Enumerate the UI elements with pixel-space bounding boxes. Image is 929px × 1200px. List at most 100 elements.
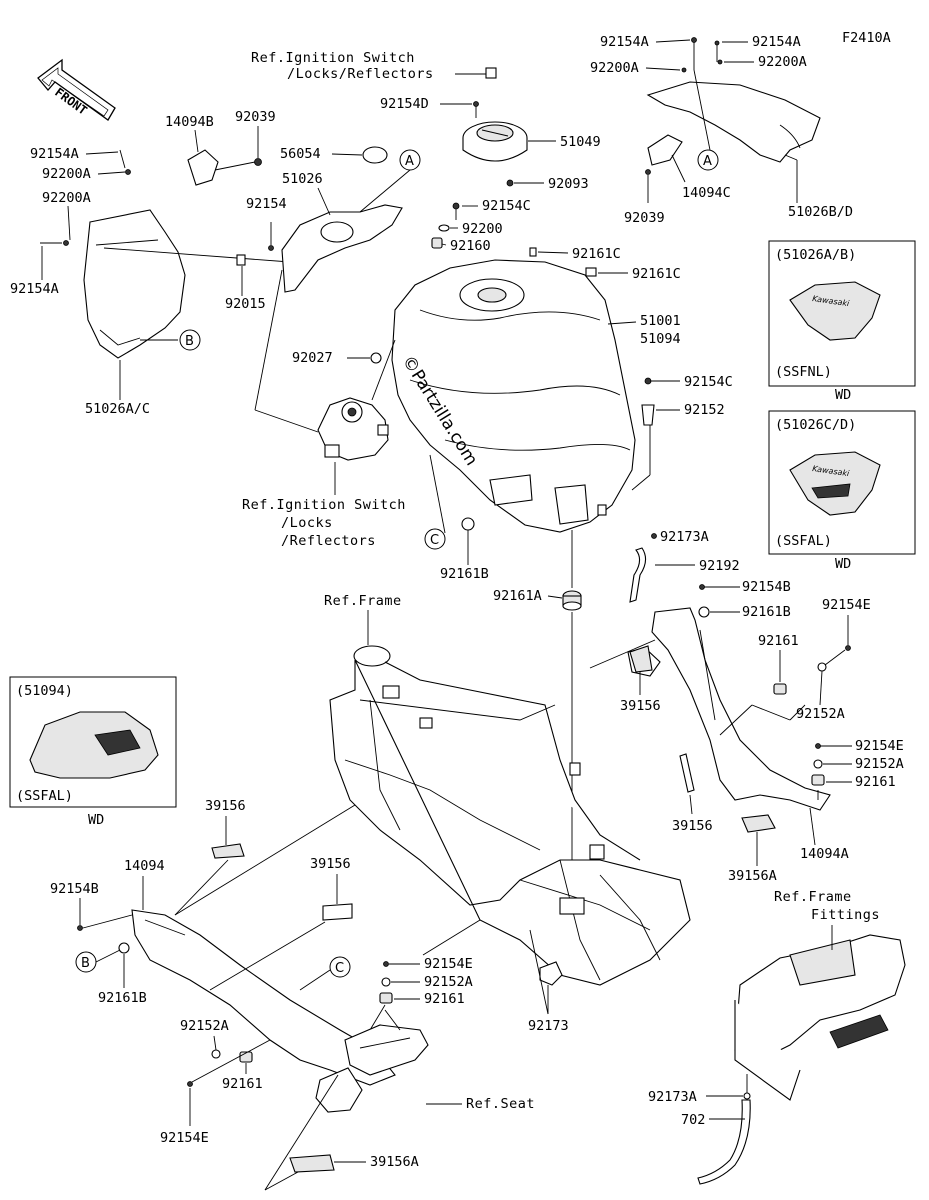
- label-92154B: 92154B: [742, 579, 791, 595]
- damper-92160: [431, 237, 443, 249]
- callout-b-top: B: [140, 329, 201, 351]
- callout-c-mid: C: [424, 454, 446, 550]
- label-92152A: 92152A: [796, 706, 845, 722]
- label-92152A: 92152A: [855, 756, 904, 772]
- pad-39156-left2: [322, 903, 353, 921]
- label-92160: 92160: [450, 238, 491, 254]
- seat-bracket: [315, 1024, 429, 1113]
- strip-39156: [679, 753, 695, 793]
- ref-seat: Ref.Seat: [466, 1096, 535, 1112]
- label-92154D: 92154D: [380, 96, 429, 112]
- svg-text:(SSFAL): (SSFAL): [775, 533, 832, 549]
- figure-code: F2410A: [842, 30, 891, 46]
- label-51026A-C: 51026A/C: [85, 401, 150, 417]
- label-92152A: 92152A: [424, 974, 473, 990]
- front-arrow-icon: FRONT: [37, 58, 116, 121]
- label-92161C: 92161C: [572, 246, 621, 262]
- label-92173A: 92173A: [648, 1089, 697, 1105]
- svg-text:B: B: [185, 334, 194, 349]
- ref-frame: Ref.Frame: [324, 593, 402, 609]
- label-39156A: 39156A: [370, 1154, 419, 1170]
- label-92154C: 92154C: [482, 198, 531, 214]
- label-92154E: 92154E: [160, 1130, 209, 1146]
- inset-51094: (51094) (SSFAL) WD: [9, 676, 177, 828]
- svg-text:(51094): (51094): [16, 683, 73, 699]
- svg-text:B: B: [81, 956, 90, 971]
- label-92200: 92200: [462, 221, 503, 237]
- svg-text:A: A: [703, 154, 712, 169]
- label-92161: 92161: [424, 991, 465, 1007]
- bracket-14094C: [647, 134, 683, 166]
- ref-locks-mid: /Locks: [281, 515, 333, 531]
- label-92154E: 92154E: [424, 956, 473, 972]
- label-92192: 92192: [699, 558, 740, 574]
- inset-51026CD: (51026C/D) Kawasaki (SSFAL) WD: [768, 410, 916, 572]
- label-14094: 14094: [124, 858, 165, 874]
- label-92039: 92039: [235, 109, 276, 125]
- label-92161: 92161: [758, 633, 799, 649]
- label-92154A: 92154A: [600, 34, 649, 50]
- clip-92015: [236, 254, 246, 266]
- svg-text:WD: WD: [835, 387, 851, 403]
- side-rail-cover-left: [131, 909, 396, 1086]
- inset-51026AB: (51026A/B) Kawasaki (SSFNL) WD: [768, 240, 916, 403]
- label-92161B: 92161B: [440, 566, 489, 582]
- pad-39156-left1: [211, 843, 245, 859]
- hose-702: [697, 1099, 751, 1185]
- svg-text:WD: WD: [88, 812, 104, 828]
- washer-92200: [438, 224, 450, 232]
- label-92161: 92161: [222, 1076, 263, 1092]
- rear-frame-fittings: [734, 934, 906, 1101]
- label-702: 702: [681, 1112, 705, 1128]
- label-92027: 92027: [292, 350, 333, 366]
- svg-text:C: C: [335, 961, 344, 976]
- side-cover-right: [646, 81, 821, 163]
- svg-text:(51026C/D): (51026C/D): [775, 417, 856, 433]
- label-92152: 92152: [684, 402, 725, 418]
- label-92154A: 92154A: [30, 146, 79, 162]
- label-92154C: 92154C: [684, 374, 733, 390]
- ref-locks-reflectors-top: /Locks/Reflectors: [287, 66, 434, 82]
- label-92154A: 92154A: [752, 34, 801, 50]
- label-92200A: 92200A: [42, 190, 91, 206]
- label-92200A: 92200A: [590, 60, 639, 76]
- label-92161: 92161: [855, 774, 896, 790]
- label-92152A: 92152A: [180, 1018, 229, 1034]
- svg-text:C: C: [430, 533, 439, 548]
- pad-39156-right: [629, 645, 653, 673]
- collar-92152: [641, 404, 655, 426]
- fuel-tank-51001: ©Partzilla.com: [391, 259, 636, 533]
- callout-a-right: A: [697, 149, 719, 171]
- fuel-cap-51049: [462, 121, 528, 162]
- label-39156A: 39156A: [728, 868, 777, 884]
- label-92039: 92039: [624, 210, 665, 226]
- ref-ignition-switch-mid: Ref.Ignition Switch: [242, 497, 406, 513]
- label-14094B: 14094B: [165, 114, 214, 130]
- label-51026: 51026: [282, 171, 323, 187]
- label-92154E: 92154E: [822, 597, 871, 613]
- grommet-92039-left: [254, 158, 262, 166]
- svg-text:(SSFAL): (SSFAL): [16, 788, 73, 804]
- ignition-switch-assembly: [317, 397, 389, 461]
- svg-text:(SSFNL): (SSFNL): [775, 364, 832, 380]
- ref-fittings: Fittings: [811, 907, 880, 923]
- label-92154A: 92154A: [10, 281, 59, 297]
- label-14094A: 14094A: [800, 846, 849, 862]
- label-92161B: 92161B: [98, 990, 147, 1006]
- tank-cover-51026: [281, 204, 403, 293]
- svg-text:WD: WD: [835, 556, 851, 572]
- bracket-14094B: [187, 149, 219, 186]
- label-92093: 92093: [548, 176, 589, 192]
- label-92161A: 92161A: [493, 588, 542, 604]
- label-92161C: 92161C: [632, 266, 681, 282]
- callout-a-left: A: [359, 149, 421, 213]
- label-92154: 92154: [246, 196, 287, 212]
- side-cover-left: [83, 209, 186, 359]
- label-56054: 56054: [280, 146, 321, 162]
- label-92173: 92173: [528, 1018, 569, 1034]
- clip-92161C: [529, 247, 537, 257]
- hose-92192: [629, 547, 647, 603]
- label-92154B: 92154B: [50, 881, 99, 897]
- label-92015: 92015: [225, 296, 266, 312]
- ref-ignition-switch-top: Ref.Ignition Switch: [251, 50, 415, 66]
